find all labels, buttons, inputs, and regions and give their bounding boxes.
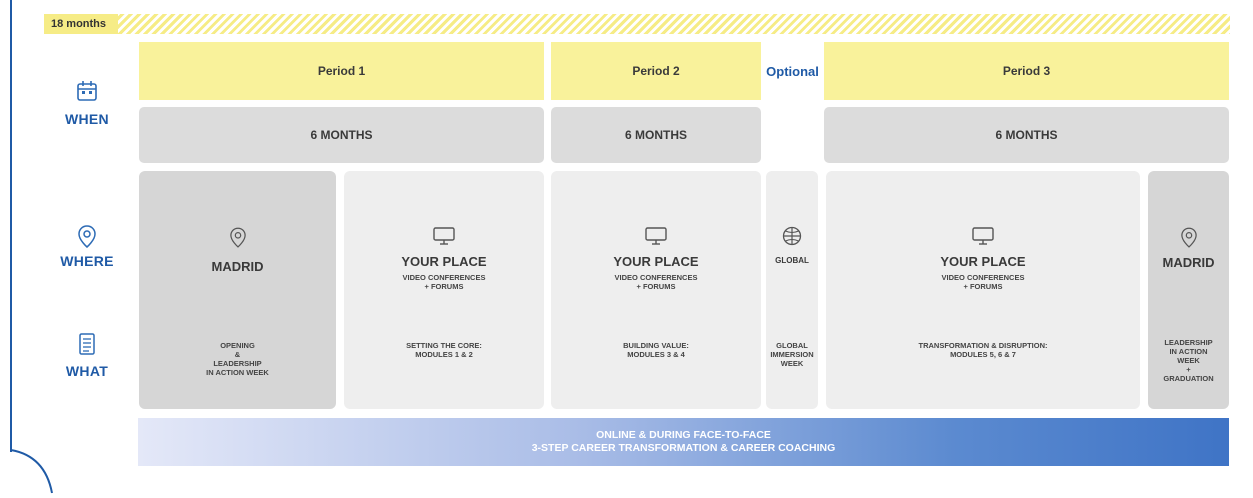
card-your-place-1: YOUR PLACE VIDEO CONFERENCES + FORUMS SE… [344,171,544,409]
card-subtitle: VIDEO CONFERENCES + FORUMS [941,273,1025,291]
card-place: GLOBAL [775,256,809,265]
row-label-where: WHERE [60,253,114,269]
card-subtitle: VIDEO CONFERENCES + FORUMS [614,273,698,291]
banner-line-2: 3-STEP CAREER TRANSFORMATION & CAREER CO… [531,442,836,454]
row-label-what: WHAT [65,363,109,379]
period-1-header: Period 1 [139,42,544,100]
period-1-duration: 6 MONTHS [139,107,544,163]
card-what: BUILDING VALUE: MODULES 3 & 4 [623,341,689,359]
card-place: MADRID [211,259,264,274]
career-coaching-banner: ONLINE & DURING FACE-TO-FACE 3-STEP CARE… [138,418,1229,466]
location-pin-icon [1180,227,1197,248]
location-pin-icon [229,227,246,248]
monitor-icon [972,227,994,245]
card-place: MADRID [1162,255,1215,270]
card-place: YOUR PLACE [401,254,487,269]
card-what: SETTING THE CORE: MODULES 1 & 2 [406,341,482,359]
card-your-place-2: YOUR PLACE VIDEO CONFERENCES + FORUMS BU… [551,171,761,409]
frame-line [10,0,12,452]
card-what: LEADERSHIP IN ACTION WEEK + GRADUATION [1163,338,1214,383]
card-madrid-graduation: MADRID LEADERSHIP IN ACTION WEEK + GRADU… [1148,171,1229,409]
timeline-stripe [44,14,1230,34]
card-place: YOUR PLACE [940,254,1026,269]
card-your-place-3: YOUR PLACE VIDEO CONFERENCES + FORUMS TR… [826,171,1140,409]
document-icon [79,333,95,355]
card-place: YOUR PLACE [613,254,699,269]
period-2-duration: 6 MONTHS [551,107,761,163]
calendar-icon [77,81,97,101]
row-label-when: WHEN [65,111,109,127]
card-subtitle: VIDEO CONFERENCES + FORUMS [402,273,486,291]
period-3-duration: 6 MONTHS [824,107,1229,163]
period-2-header: Period 2 [551,42,761,100]
card-madrid-opening: MADRID OPENING & LEADERSHIP IN ACTION WE… [139,171,336,409]
card-what: GLOBAL IMMERSION WEEK [770,341,814,368]
card-what: TRANSFORMATION & DISRUPTION: MODULES 5, … [918,341,1048,359]
location-pin-icon [78,225,96,248]
banner-line-1: ONLINE & DURING FACE-TO-FACE [596,429,771,441]
optional-header: Optional [766,63,819,79]
monitor-icon [433,227,455,245]
monitor-icon [645,227,667,245]
card-what: OPENING & LEADERSHIP IN ACTION WEEK [206,341,269,377]
duration-tag: 18 months [44,14,118,34]
frame-curve [10,448,53,494]
period-3-header: Period 3 [824,42,1229,100]
globe-icon [782,226,802,246]
card-global: GLOBAL GLOBAL IMMERSION WEEK [766,171,818,409]
